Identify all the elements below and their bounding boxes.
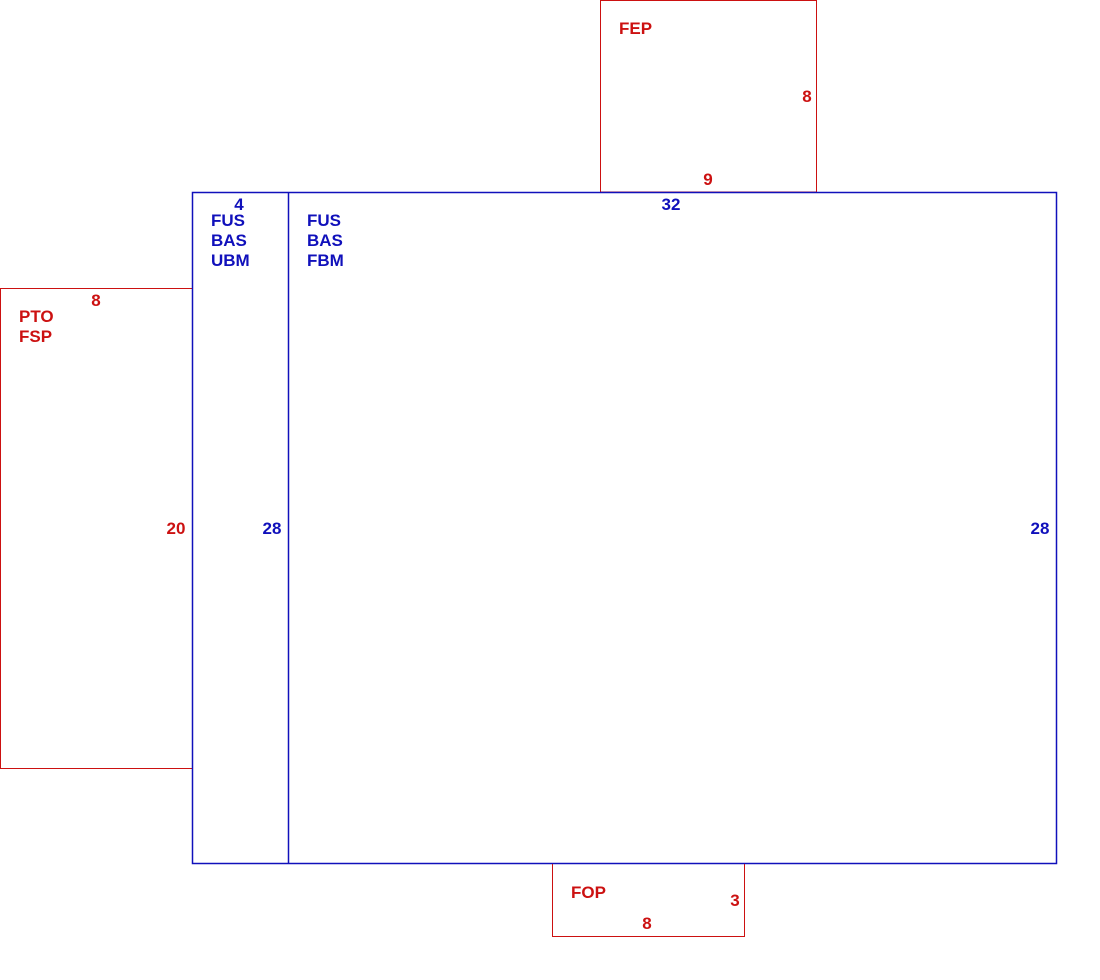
fep-code: FEP — [619, 19, 652, 38]
fep-depth: 8 — [802, 87, 811, 106]
fop-code: FOP — [571, 883, 606, 902]
fbm-code-fbm: FBM — [307, 251, 344, 270]
fsp-code: FSP — [19, 327, 52, 346]
pto-fsp-section: 8 PTO FSP 20 — [0, 288, 192, 769]
pto-fsp-width: 8 — [91, 291, 100, 310]
ubm-code-ubm: UBM — [211, 251, 250, 270]
fep-section: FEP 8 9 — [600, 0, 817, 193]
fbm-length: 28 — [1031, 519, 1050, 538]
ubm-width: 4 — [234, 195, 244, 214]
fop-depth: 3 — [730, 891, 739, 910]
main-outline — [191, 191, 1058, 865]
fbm-code-bas: BAS — [307, 231, 343, 250]
ubm-code-bas: BAS — [211, 231, 247, 250]
pto-fsp-length: 20 — [167, 519, 186, 538]
fop-width: 8 — [642, 914, 651, 933]
ubm-length: 28 — [263, 519, 282, 538]
fbm-code-fus: FUS — [307, 211, 341, 230]
fop-section: FOP 3 8 — [552, 864, 745, 937]
fbm-width: 32 — [662, 195, 681, 214]
main-structure: 4 FUS BAS UBM 28 32 FUS BAS FBM 28 — [191, 191, 1058, 865]
pto-code: PTO — [19, 307, 54, 326]
ubm-code-fus: FUS — [211, 211, 245, 230]
fop-outline — [552, 864, 745, 937]
fep-width: 9 — [703, 170, 712, 189]
pto-fsp-outline — [0, 288, 192, 769]
